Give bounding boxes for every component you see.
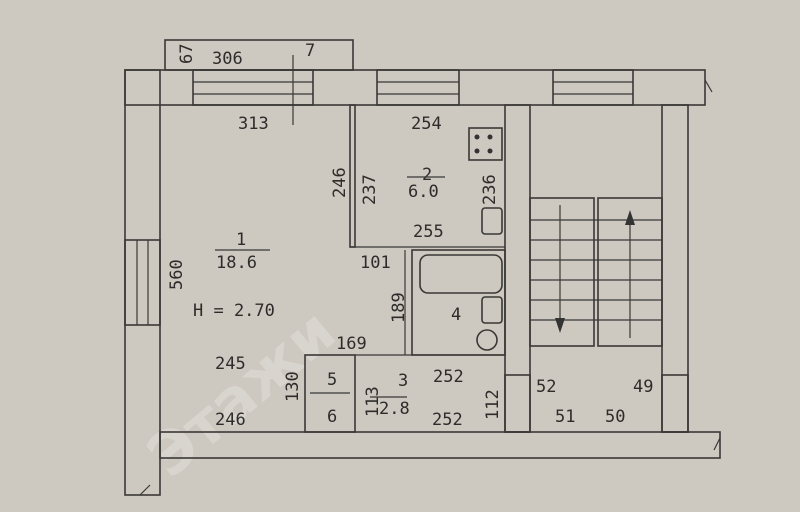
ceiling-height: H = 2.70 [193, 301, 275, 321]
windows [124, 55, 634, 326]
dim-closet-height: 130 [283, 371, 303, 402]
room4-number: 4 [451, 305, 461, 325]
bathtub-icon [419, 254, 503, 294]
dim-room1-length: 560 [167, 259, 187, 290]
staircase [529, 197, 663, 347]
partitions [304, 104, 689, 433]
dim-corridor-bottom: 252 [432, 410, 463, 430]
toilet-icon [476, 329, 498, 351]
room6-number: 6 [327, 407, 337, 427]
room1-number: 1 [236, 230, 246, 250]
dim-balcony-wall: 7 [305, 41, 315, 61]
arrow-up-icon [625, 210, 635, 225]
dim-stair-49: 49 [633, 377, 653, 397]
arrow-down-icon [555, 318, 565, 333]
dim-room1-width: 313 [238, 114, 269, 134]
dim-room1-partition: 246 [330, 167, 350, 198]
dim-stair-50: 50 [605, 407, 625, 427]
dim-room1-bottom-b: 246 [215, 410, 246, 430]
dim-kitchen-bottom: 255 [413, 222, 444, 242]
dim-balcony-depth: 67 [177, 44, 197, 64]
room3-area: 2.8 [379, 399, 410, 419]
dim-closet-width: 169 [336, 334, 367, 354]
stove-icon [468, 127, 503, 161]
watermark: Этажи [135, 296, 349, 492]
dim-stair-52: 52 [536, 377, 556, 397]
dim-kitchen-top: 254 [411, 114, 442, 134]
kitchen-sink-icon [481, 207, 503, 235]
room5-number: 5 [327, 370, 337, 390]
room2-number: 2 [422, 165, 432, 185]
dim-bath-height: 189 [389, 292, 409, 323]
dim-corridor-height: 113 [363, 386, 383, 417]
dim-stair-51: 51 [555, 407, 575, 427]
room2-area: 6.0 [408, 182, 439, 202]
dim-entry: 112 [483, 389, 503, 420]
dim-kitchen-left: 237 [360, 174, 380, 205]
dim-corridor-top: 252 [433, 367, 464, 387]
dim-door: 101 [360, 253, 391, 273]
dim-room1-bottom-a: 245 [215, 354, 246, 374]
dim-kitchen-right: 236 [480, 174, 500, 205]
washbasin-icon [481, 296, 503, 324]
room1-area: 18.6 [216, 253, 257, 273]
dim-balcony-length: 306 [212, 49, 243, 69]
room3-number: 3 [398, 371, 408, 391]
